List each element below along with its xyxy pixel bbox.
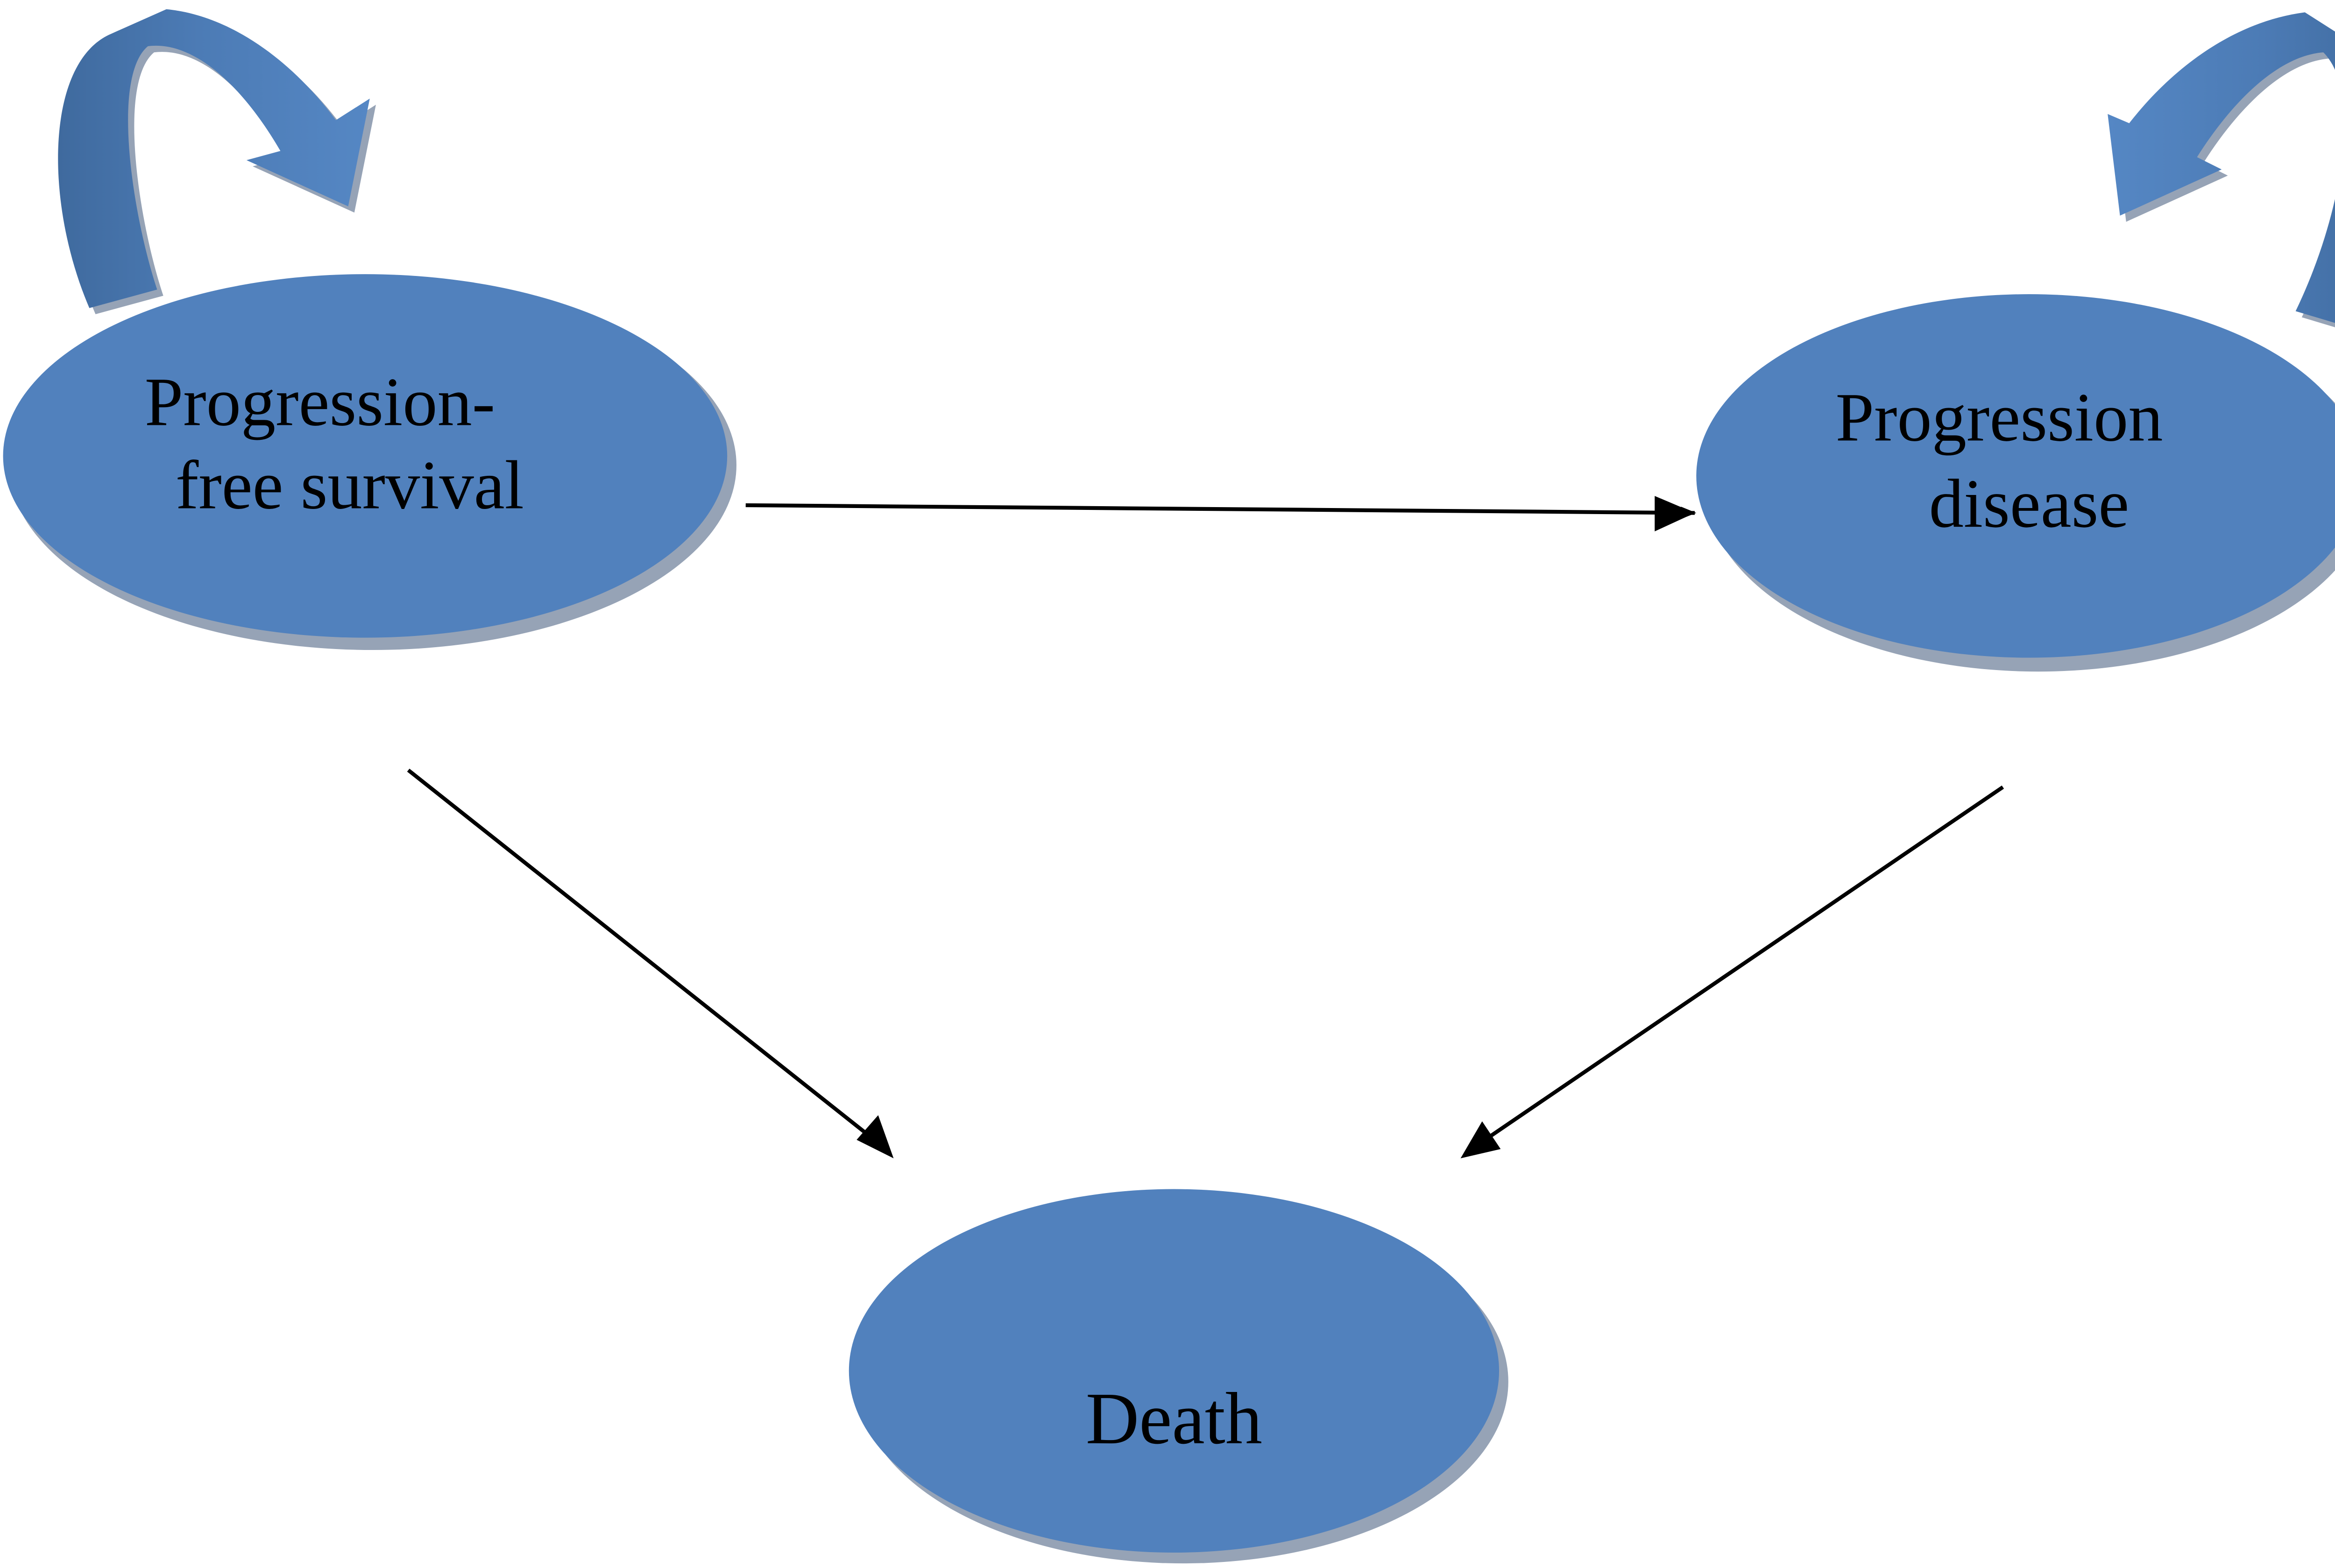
transition-arrow-pd-to-death bbox=[1475, 785, 2004, 1148]
node-ellipse bbox=[1696, 294, 2335, 658]
state-label-line: disease bbox=[1929, 466, 2130, 542]
state-death: Death bbox=[849, 1189, 1508, 1564]
state-label-line: free survival bbox=[176, 447, 524, 524]
curved-arrow-icon bbox=[2108, 12, 2335, 327]
self-loop-pd bbox=[2108, 12, 2335, 327]
node-ellipse bbox=[849, 1189, 1500, 1553]
state-progression-disease: Progression disease bbox=[1696, 227, 2335, 672]
state-progression-free-survival: Progression- free survival bbox=[3, 212, 736, 650]
state-label-line: Progression- bbox=[145, 364, 495, 440]
transition-arrow-pfs-to-death bbox=[407, 769, 880, 1144]
state-label: Progression disease bbox=[1835, 227, 2222, 542]
state-label-line: Death bbox=[1086, 1378, 1262, 1460]
state-label-line: Progression bbox=[1835, 379, 2163, 456]
state-label: Death bbox=[1086, 1378, 1262, 1460]
self-loop-pfs bbox=[58, 9, 376, 314]
transition-arrow-pfs-to-pd bbox=[745, 503, 1697, 519]
arrowhead-icon bbox=[856, 1115, 894, 1158]
arrowhead-icon bbox=[1460, 1121, 1501, 1158]
arrowhead-icon bbox=[1655, 496, 1695, 532]
state-label: Progression- free survival bbox=[145, 212, 555, 523]
node-ellipse bbox=[3, 274, 728, 638]
curved-arrow-icon bbox=[58, 9, 376, 314]
